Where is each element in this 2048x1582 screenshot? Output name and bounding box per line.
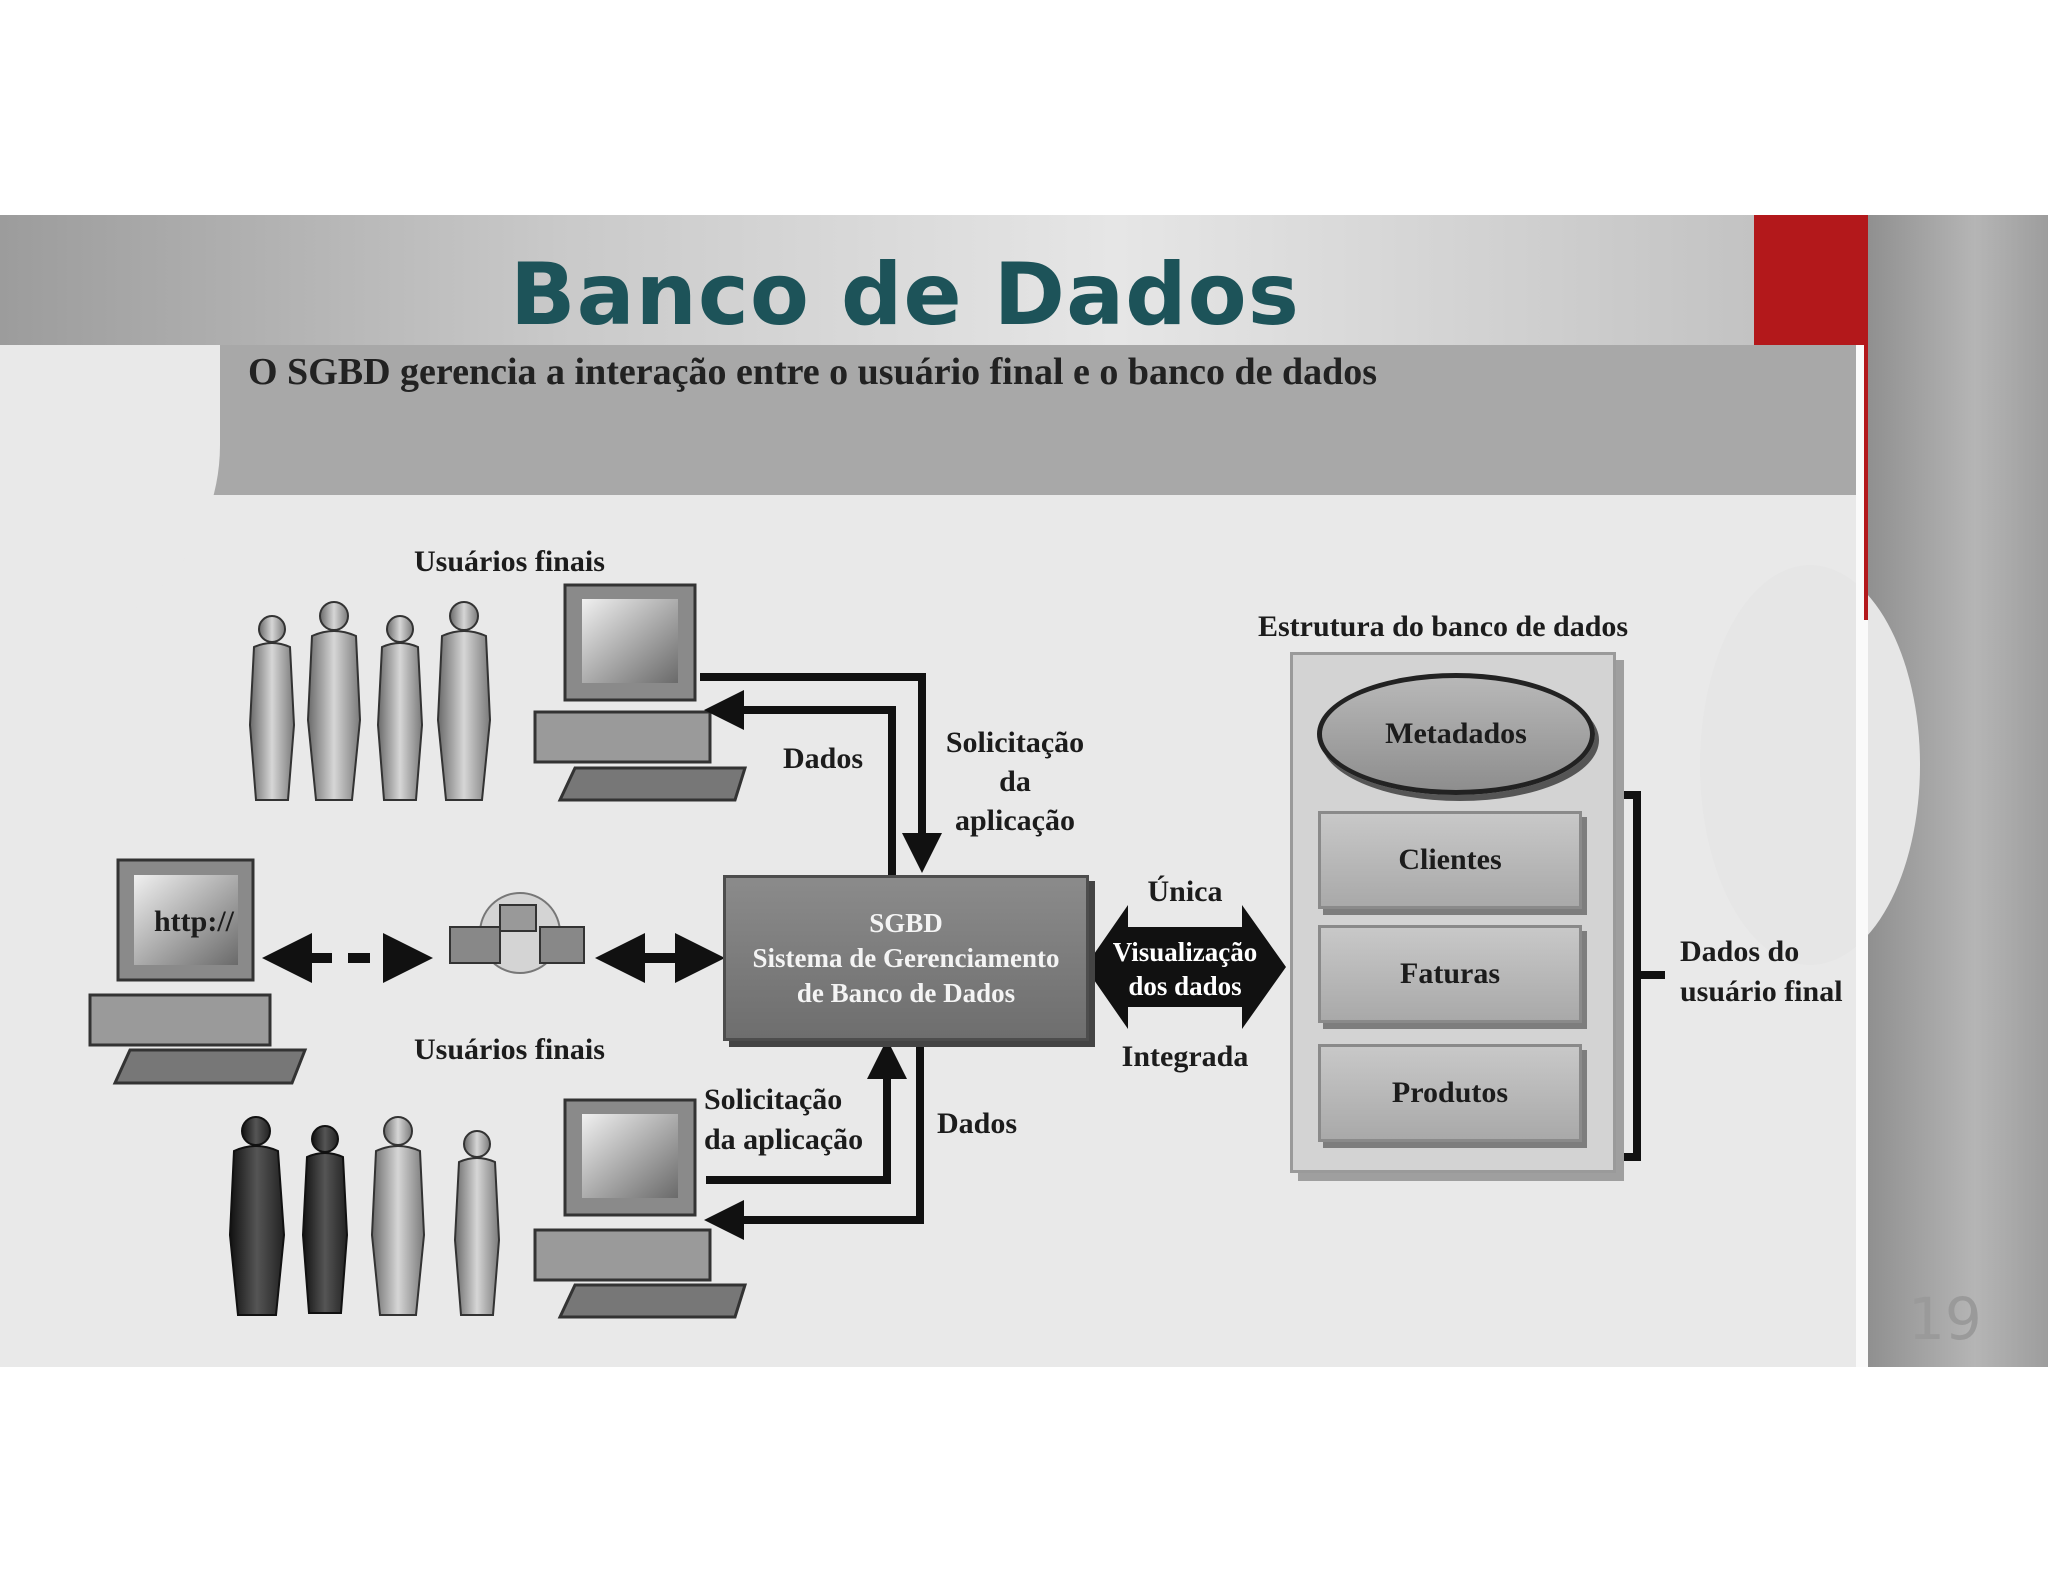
sgbd-box: SGBD Sistema de Gerenciamento de Banco d… bbox=[723, 875, 1089, 1041]
computer-icon-top bbox=[533, 583, 748, 802]
people-icon-bottom bbox=[228, 1116, 501, 1316]
db-structure-label: Estrutura do banco de dados bbox=[1258, 610, 1629, 643]
slide: Banco de Dados O SGBD gerencia a interaç… bbox=[0, 215, 2048, 1367]
top-data-label: Dados bbox=[783, 742, 864, 775]
right-decor-arc bbox=[1700, 565, 1920, 965]
subtitle-band bbox=[0, 345, 1858, 495]
red-accent-block bbox=[1754, 215, 1868, 345]
title-band bbox=[0, 215, 1860, 345]
computer-icon-bottom bbox=[533, 1098, 748, 1319]
http-label: http:// bbox=[154, 905, 235, 938]
integrada-label: Integrada bbox=[1121, 1040, 1249, 1073]
integrated-view-arrow bbox=[1085, 905, 1286, 1029]
table-clientes: Clientes bbox=[1318, 811, 1582, 909]
table-faturas: Faturas bbox=[1318, 925, 1582, 1023]
red-accent-line bbox=[1864, 345, 1868, 620]
people-icon-top bbox=[248, 601, 492, 801]
page-number: 19 bbox=[1908, 1285, 1982, 1353]
bottom-flow-arrows bbox=[704, 1039, 924, 1240]
table-produtos: Produtos bbox=[1318, 1044, 1582, 1142]
slide-subtitle: O SGBD gerencia a interação entre o usuá… bbox=[248, 351, 1378, 393]
slide-title: Banco de Dados bbox=[510, 245, 1300, 345]
bottom-request-label: Solicitação da aplicação bbox=[704, 1083, 864, 1156]
users-top-label: Usuários finais bbox=[414, 545, 605, 578]
web-computer-icon bbox=[88, 858, 308, 1085]
network-globe-icon bbox=[449, 892, 585, 974]
metadata-ellipse: Metadados bbox=[1317, 673, 1595, 795]
dbms-diagram: Usuários finais Usuários finais http:// … bbox=[0, 215, 1860, 1367]
top-request-label: Solicitação da aplicação bbox=[945, 726, 1085, 837]
top-flow-arrows bbox=[700, 673, 942, 875]
unica-label: Única bbox=[1147, 875, 1223, 908]
bottom-data-label: Dados bbox=[937, 1107, 1018, 1140]
view-label: Visualização dos dados bbox=[1112, 937, 1258, 1001]
users-middle-label: Usuários finais bbox=[414, 1033, 605, 1066]
end-user-data-label: Dados do usuário final bbox=[1680, 935, 1843, 1008]
